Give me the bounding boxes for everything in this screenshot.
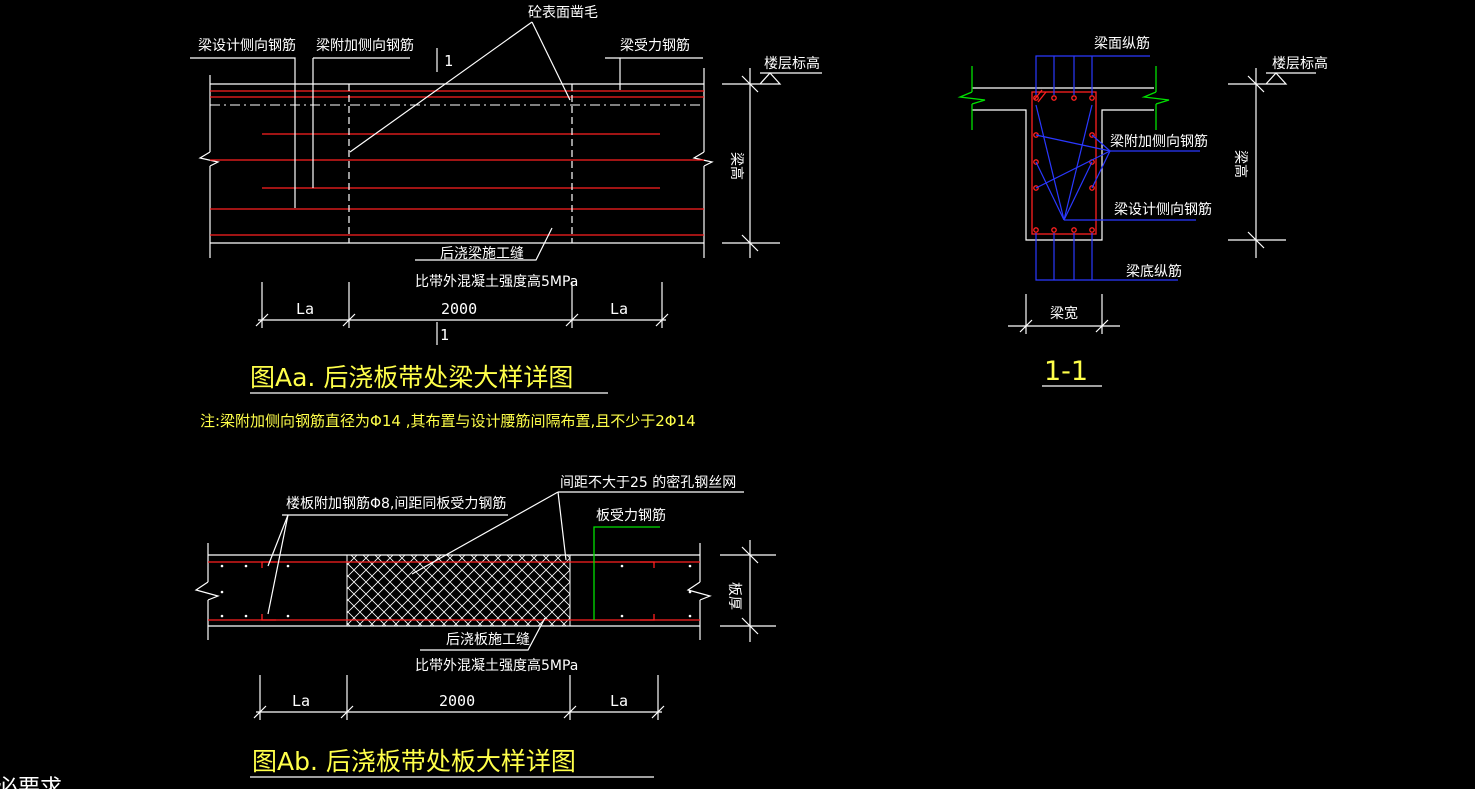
label-section-extra-side-rebar: 梁附加侧向钢筋 [1110, 133, 1208, 150]
label-beam-top-rebar: 梁面纵筋 [1094, 35, 1150, 52]
label-beam-main-rebar: 梁受力钢筋 [620, 37, 690, 54]
label-mesh: 间距不大于25 的密孔钢丝网 [560, 474, 736, 491]
label-slab-main-rebar: 板受力钢筋 [596, 507, 666, 524]
label-roughened-surface: 砼表面凿毛 [528, 5, 598, 21]
slab-dim-2000: 2000 [439, 692, 475, 710]
beam-detail-note: 注:梁附加侧向钢筋直径为Φ14 ,其布置与设计腰筋间隔布置,且不少于2Φ14 [200, 412, 696, 430]
dim-la-left: La [296, 300, 314, 318]
slab-detail-title: 图Ab. 后浇板带处板大样详图 [252, 747, 576, 776]
dim-2000: 2000 [441, 300, 477, 318]
section-mark-top: 1 [444, 52, 453, 70]
slab-elevation-detail [194, 491, 776, 778]
label-section-beam-height: 梁高 [1232, 150, 1249, 178]
label-slab-thickness: 板厚 [726, 582, 742, 610]
beam-elevation-detail [190, 21, 822, 394]
label-strength-note: 比带外混凝土强度高5MPa [415, 273, 578, 290]
label-slab-extra-rebar: 楼板附加钢筋Φ8,间距同板受力钢筋 [286, 495, 506, 512]
slab-dim-la-right: La [610, 692, 628, 710]
label-slab-construction-joint: 后浇板施工缝 [446, 632, 530, 648]
label-beam-bottom-rebar: 梁底纵筋 [1126, 263, 1182, 280]
beam-detail-title: 图Aa. 后浇板带处梁大样详图 [250, 363, 573, 392]
label-beam-height: 梁高 [728, 152, 745, 180]
section-title: 1-1 [1044, 356, 1088, 387]
label-section-design-side-rebar: 梁设计侧向钢筋 [1114, 201, 1212, 218]
label-floor-elevation: 楼层标高 [764, 55, 820, 72]
section-1-1-detail [957, 55, 1316, 387]
label-beam-design-side-rebar: 梁设计侧向钢筋 [198, 37, 296, 54]
edge-text: 必要求 [0, 776, 62, 789]
label-slab-strength-note: 比带外混凝土强度高5MPa [415, 657, 578, 674]
label-beam-width: 梁宽 [1050, 305, 1078, 322]
dim-la-right: La [610, 300, 628, 318]
label-beam-extra-side-rebar: 梁附加侧向钢筋 [316, 37, 414, 54]
slab-dim-la-left: La [292, 692, 310, 710]
section-mark-bottom: 1 [440, 326, 449, 344]
label-construction-joint: 后浇梁施工缝 [440, 246, 524, 262]
label-section-floor-elevation: 楼层标高 [1272, 55, 1328, 72]
